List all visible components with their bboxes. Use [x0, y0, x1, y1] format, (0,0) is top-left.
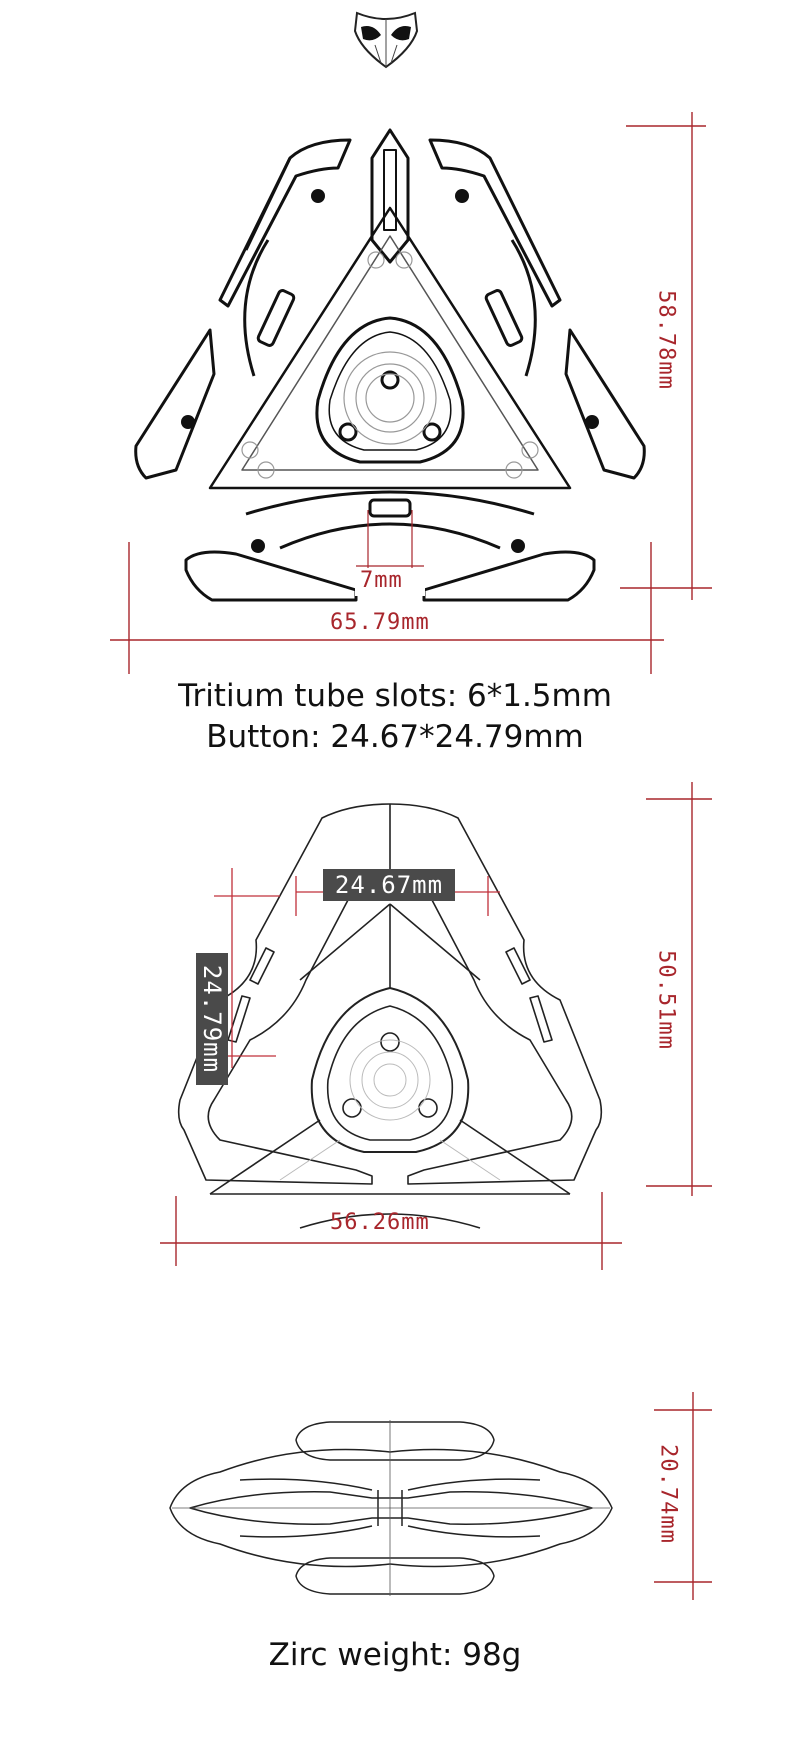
tritium-spec: Tritium tube slots: 6*1.5mm [178, 678, 612, 714]
top-view-drawing [0, 0, 790, 700]
button-spec: Button: 24.67*24.79mm [206, 719, 584, 755]
top-height-label: 58.78mm [653, 290, 679, 390]
slot-label-bg [355, 568, 425, 596]
side-view-drawing [0, 1380, 790, 1610]
button-height-tag: 24.79mm [196, 953, 228, 1085]
top-width-label: 65.79mm [330, 610, 430, 635]
brand-logo [351, 9, 421, 69]
slot-width-label: 7mm [360, 568, 403, 593]
button-view-width-label: 56.26mm [330, 1210, 430, 1235]
button-width-tag: 24.67mm [323, 869, 455, 901]
button-width-label: 24.67mm [334, 871, 444, 899]
button-view-dimensions [0, 780, 790, 1280]
button-view-drawing [0, 780, 790, 1280]
weight-spec: Zirc weight: 98g [268, 1637, 522, 1673]
side-thickness-label: 20.74mm [655, 1444, 681, 1544]
mask-icon [353, 11, 419, 69]
button-view-height-label: 50.51mm [653, 950, 679, 1050]
